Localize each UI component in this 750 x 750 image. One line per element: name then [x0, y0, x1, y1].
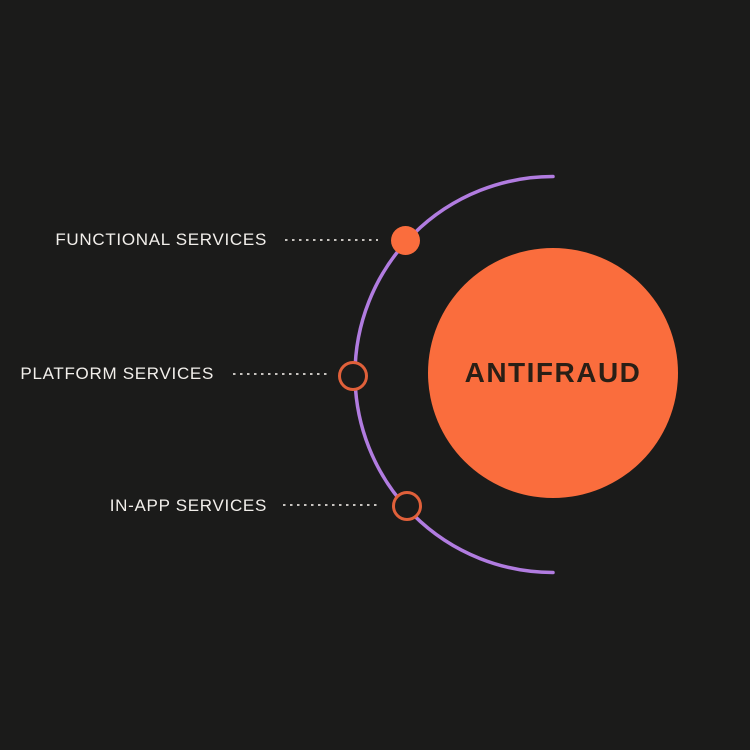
antifraud-circle: ANTIFRAUD: [428, 248, 678, 498]
diagram-title: ANTIFRAUD: [464, 357, 642, 388]
node-platform-services: [338, 361, 368, 391]
node-functional-services: [391, 226, 420, 255]
label-functional-services: FUNCTIONAL SERVICES: [55, 230, 267, 249]
label-in-app-services: IN-APP SERVICES: [109, 496, 267, 515]
label-platform-services: PLATFORM SERVICES: [20, 364, 214, 383]
node-in-app-services: [392, 491, 422, 521]
